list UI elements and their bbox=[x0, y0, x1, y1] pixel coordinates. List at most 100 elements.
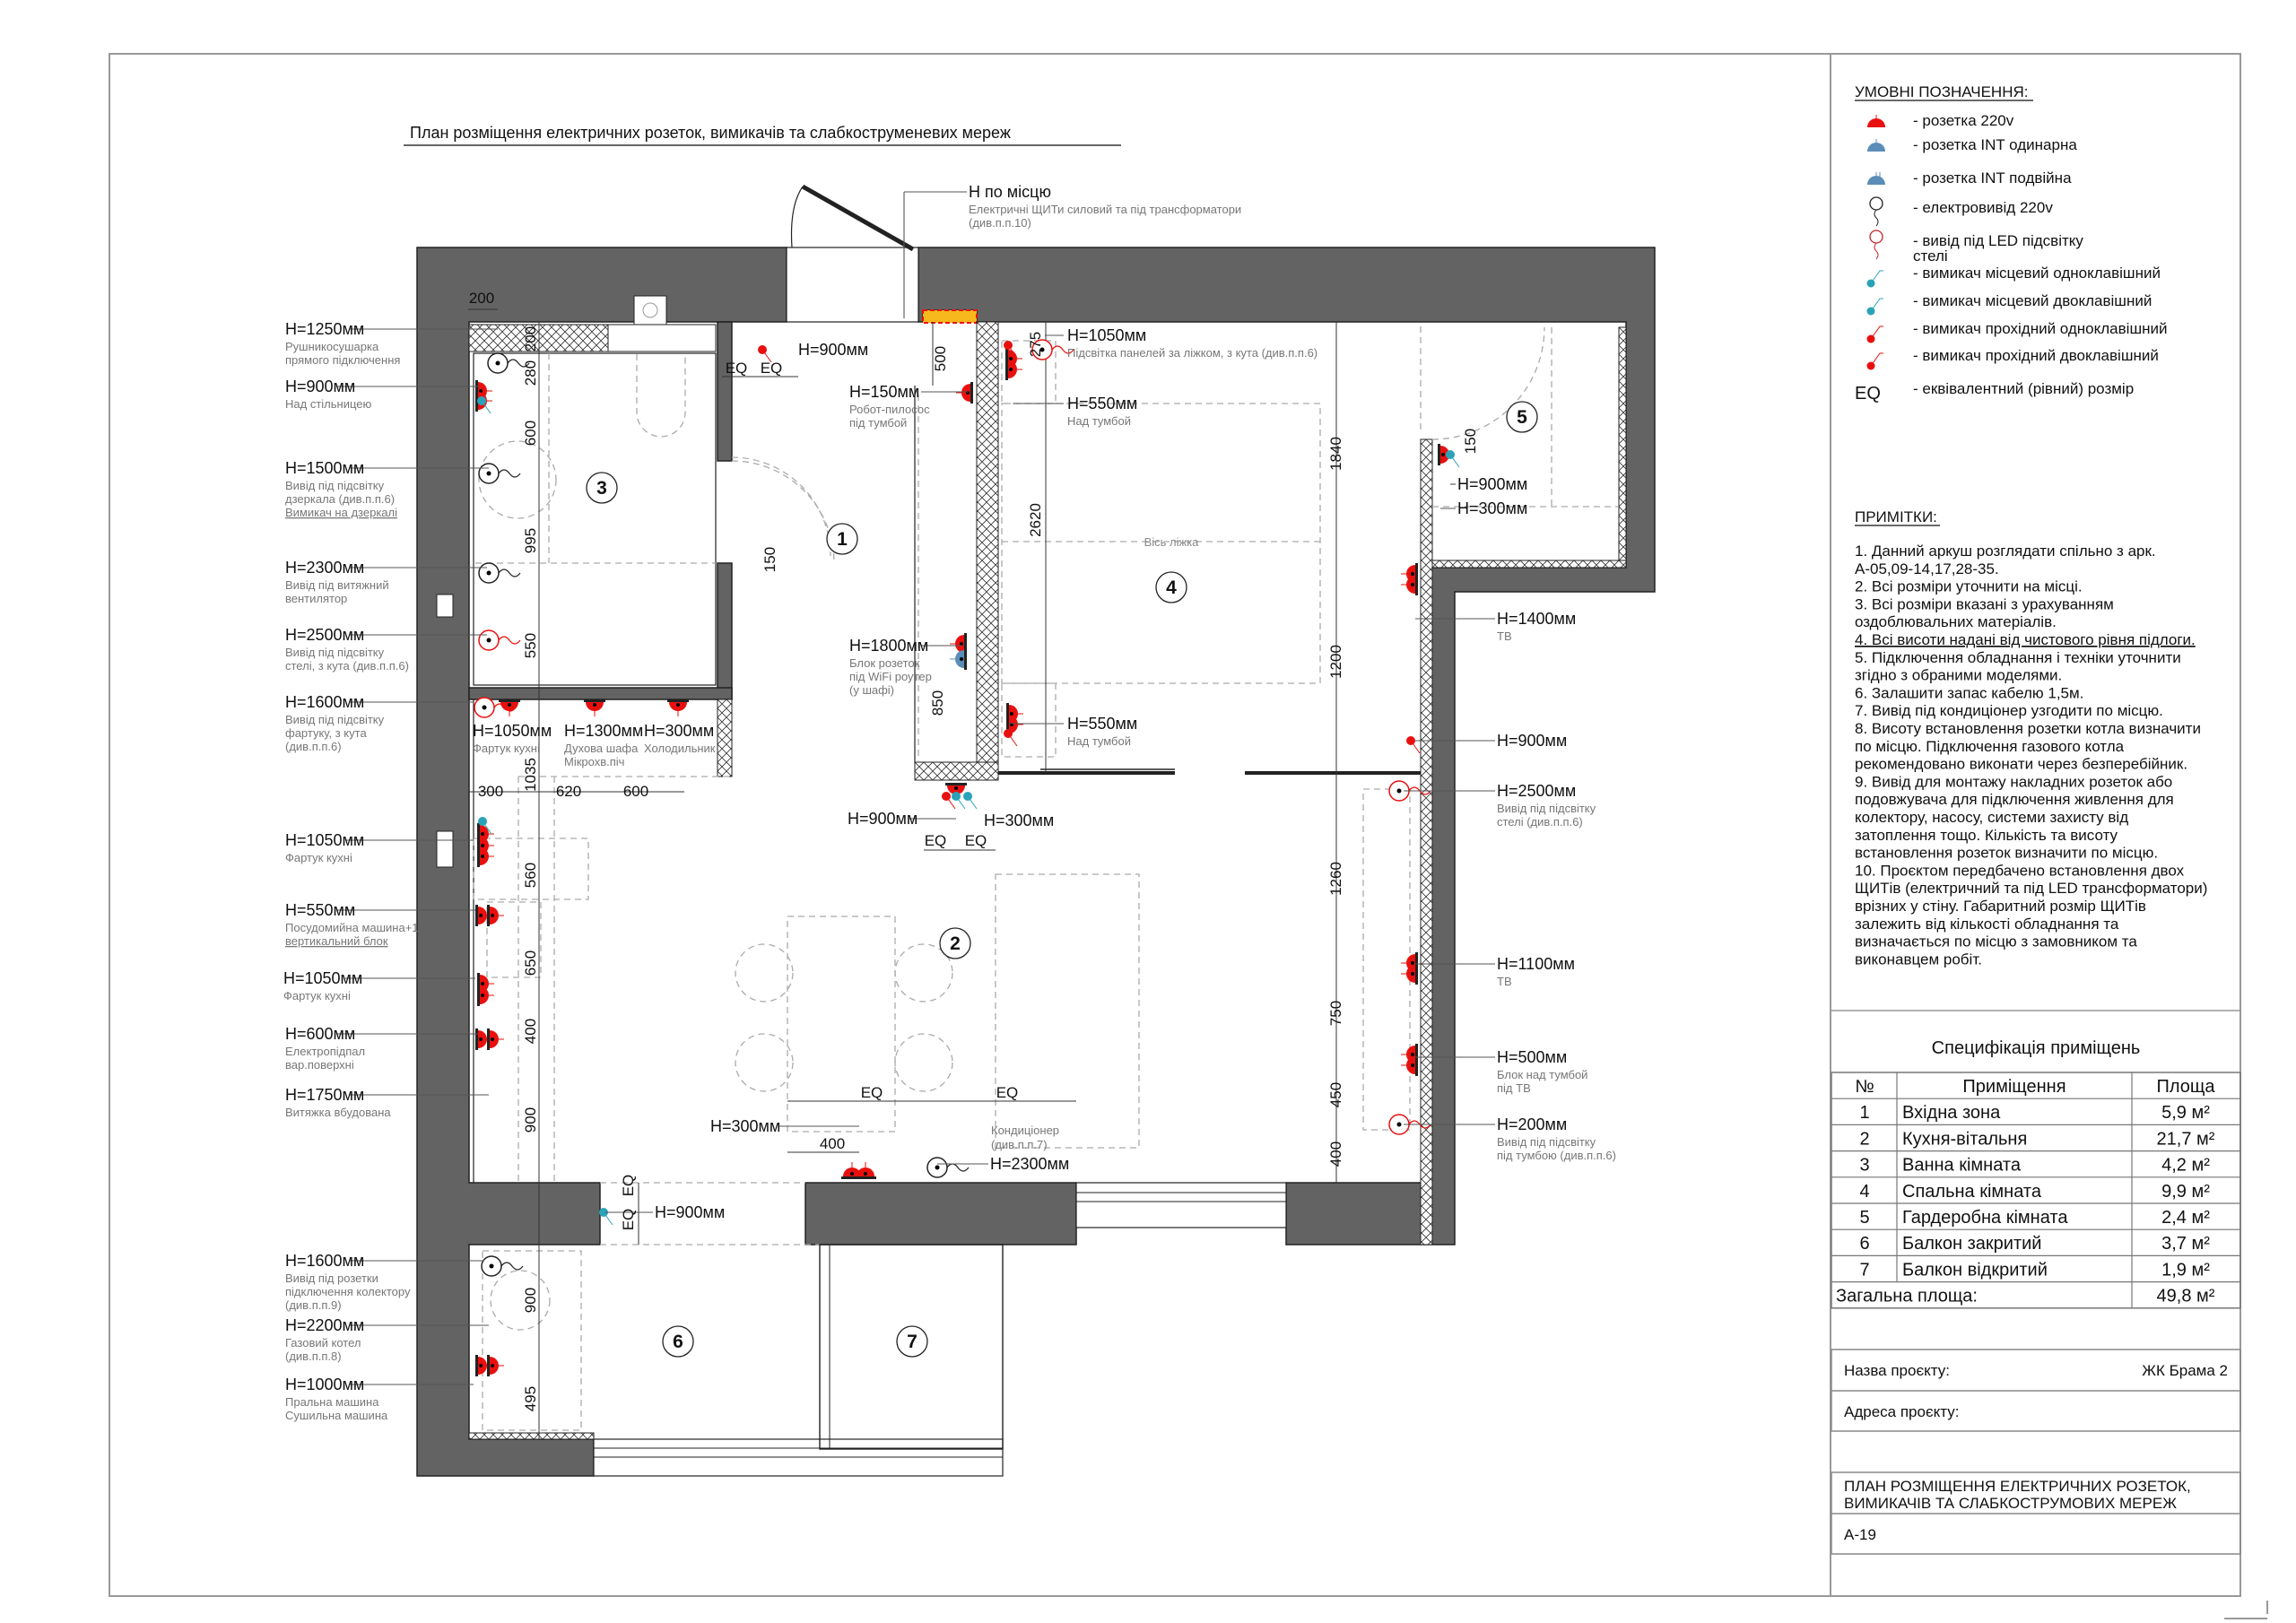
plan-annotations: Вісь ліжка Кондиціонер (див.п.п.7) bbox=[991, 535, 1199, 1151]
callout-description: підключення колектору bbox=[285, 1285, 411, 1298]
room-name: Вхідна зона bbox=[1902, 1103, 2001, 1123]
callout-height: H=1500мм bbox=[285, 459, 364, 477]
wall-bath-right-bottom bbox=[717, 562, 733, 700]
callout-description: стелі, з кута (див.п.п.6) bbox=[285, 659, 409, 673]
socket-icon bbox=[950, 648, 967, 670]
callout-description: фартуку, з кута bbox=[285, 726, 367, 740]
legend-item: - вимикач прохідний одноклавішний bbox=[1866, 320, 2167, 343]
wardrobe-partition-hatch bbox=[1420, 438, 1433, 1245]
legend-panel: УМОВНІ ПОЗНАЧЕННЯ: - розетка 220v- розет… bbox=[1855, 83, 2167, 404]
callout-height: H=1600мм bbox=[285, 1252, 364, 1270]
callout-description: Над тумбой bbox=[1067, 414, 1131, 428]
balcony-hatch bbox=[468, 1432, 595, 1440]
room-number-2: 2 bbox=[950, 933, 961, 954]
room-no: 6 bbox=[1859, 1234, 1869, 1254]
bed-axis-label: Вісь ліжка bbox=[1144, 535, 1200, 549]
room-no: 7 bbox=[1859, 1260, 1869, 1280]
room-number-circle bbox=[586, 472, 618, 504]
legend-label: - вимикач прохідний одноклавішний bbox=[1913, 320, 2167, 337]
legend-label: - вивід під LED підсвітку bbox=[1913, 232, 2083, 249]
legend-item: - вимикач місцевий одноклавішний bbox=[1866, 265, 2161, 288]
note-line: А-05,09-14,17,28-35. bbox=[1855, 560, 1999, 577]
dimension-value: 560 bbox=[522, 863, 539, 888]
wardrobe-hatch bbox=[914, 761, 999, 781]
switch-icon bbox=[1446, 450, 1460, 468]
sheet-title-line-1: ПЛАН РОЗМІЩЕННЯ ЕЛЕКТРИЧНИХ РОЗЕТОК, bbox=[1844, 1478, 2191, 1495]
note-line: подовжувача для підключення живлення для bbox=[1855, 791, 2174, 808]
dimension-value: 2620 bbox=[1027, 503, 1044, 537]
callout-description: Фартук кухні bbox=[283, 989, 351, 1002]
legend-label: - електровивід 220v bbox=[1913, 199, 2053, 216]
socket-220v-icon bbox=[1867, 115, 1885, 127]
total-area-label: Загальна площа: bbox=[1836, 1287, 1978, 1306]
callout-height: H=900мм bbox=[655, 1203, 725, 1221]
socket-icon bbox=[487, 1355, 504, 1376]
callout-description: прямого підключення bbox=[285, 353, 400, 367]
dimension-value: 300 bbox=[478, 783, 503, 800]
wall-bottom bbox=[804, 1182, 1077, 1245]
room-name: Балкон закритий bbox=[1902, 1234, 2041, 1254]
callout-description: Холодильник bbox=[644, 742, 716, 755]
legend-item: - розетка INT подвійна bbox=[1867, 169, 2072, 187]
callout-description: (див.п.п.6) bbox=[285, 740, 342, 753]
spec-header: Площа bbox=[2157, 1077, 2216, 1097]
wall-bath-right-top bbox=[717, 321, 733, 462]
led-outlet-icon bbox=[1869, 230, 1883, 260]
callout: H=900мм bbox=[605, 1203, 725, 1221]
legend-item: - електровивід 220v bbox=[1869, 196, 2053, 227]
callout-description: Пральна машина bbox=[285, 1395, 379, 1409]
switch-icon bbox=[1004, 729, 1018, 747]
callout-description: Витяжка вбудована bbox=[285, 1106, 391, 1119]
room-area: 1,9 м² bbox=[2161, 1260, 2210, 1280]
dimension-value: 1260 bbox=[1327, 862, 1344, 896]
callout-description: Посудомийна машина+1 bbox=[285, 921, 419, 934]
room-no: 1 bbox=[1859, 1103, 1869, 1123]
legend-heading: УМОВНІ ПОЗНАЧЕННЯ: bbox=[1855, 83, 2028, 100]
balcony-7-outline bbox=[819, 1244, 1004, 1450]
callout-description: Газовий котел bbox=[285, 1336, 361, 1350]
note-line: врізних у стіну. Габаритний розмір ЩИТів bbox=[1855, 898, 2146, 915]
callout-height: H=1050мм bbox=[1067, 326, 1146, 344]
switch-icon bbox=[477, 396, 491, 414]
callout: H=300мм bbox=[1440, 499, 1527, 517]
kitchen-hatch bbox=[717, 699, 733, 777]
socket-icon bbox=[667, 699, 689, 716]
note-line: залежить від кількості обладнання та bbox=[1855, 916, 2119, 933]
callout-height: H=550мм bbox=[1067, 715, 1137, 733]
callout-height: H=200мм bbox=[1497, 1115, 1567, 1133]
room-number-circle bbox=[896, 1325, 928, 1358]
callout-description: Підсвітка панелей за ліжком, з кута (див… bbox=[1067, 346, 1318, 360]
legend-item: - вимикач місцевий двоклавішний bbox=[1866, 292, 2152, 316]
room-name: Балкон відкритий bbox=[1902, 1260, 2048, 1280]
room-number-1: 1 bbox=[837, 529, 848, 550]
project-address-label: Адреса проєкту: bbox=[1844, 1403, 1959, 1420]
callout-description: Вивід під підсвітку bbox=[285, 713, 385, 726]
dimension-value: 995 bbox=[522, 528, 539, 553]
legend-label: - вимикач прохідний двоклавішний bbox=[1913, 347, 2159, 364]
room-name: Кухня-вітальня bbox=[1902, 1129, 2027, 1149]
local-switch-single-icon bbox=[1866, 270, 1883, 288]
electrical-devices bbox=[474, 339, 1460, 1376]
power-outlet-icon bbox=[487, 352, 530, 374]
room-number-7: 7 bbox=[907, 1332, 918, 1352]
note-line: 9. Вивід для монтажу накладних розеток а… bbox=[1855, 773, 2172, 790]
dimension-value: 150 bbox=[761, 547, 778, 572]
power-outlet-icon bbox=[926, 1157, 970, 1178]
callout-description: ТВ bbox=[1497, 975, 1512, 988]
callout-description: під WiFi роутер bbox=[849, 670, 932, 683]
dimension-value: 900 bbox=[522, 1288, 539, 1313]
callout-description: Вивід під підсвітку bbox=[285, 479, 385, 492]
callout-height: H=1300мм bbox=[564, 722, 643, 740]
socket-icon bbox=[1401, 963, 1418, 985]
room-number-circle bbox=[939, 927, 971, 959]
note-line: по місцю. Підключення газового котла bbox=[1855, 738, 2125, 755]
socket-icon bbox=[487, 1028, 504, 1050]
